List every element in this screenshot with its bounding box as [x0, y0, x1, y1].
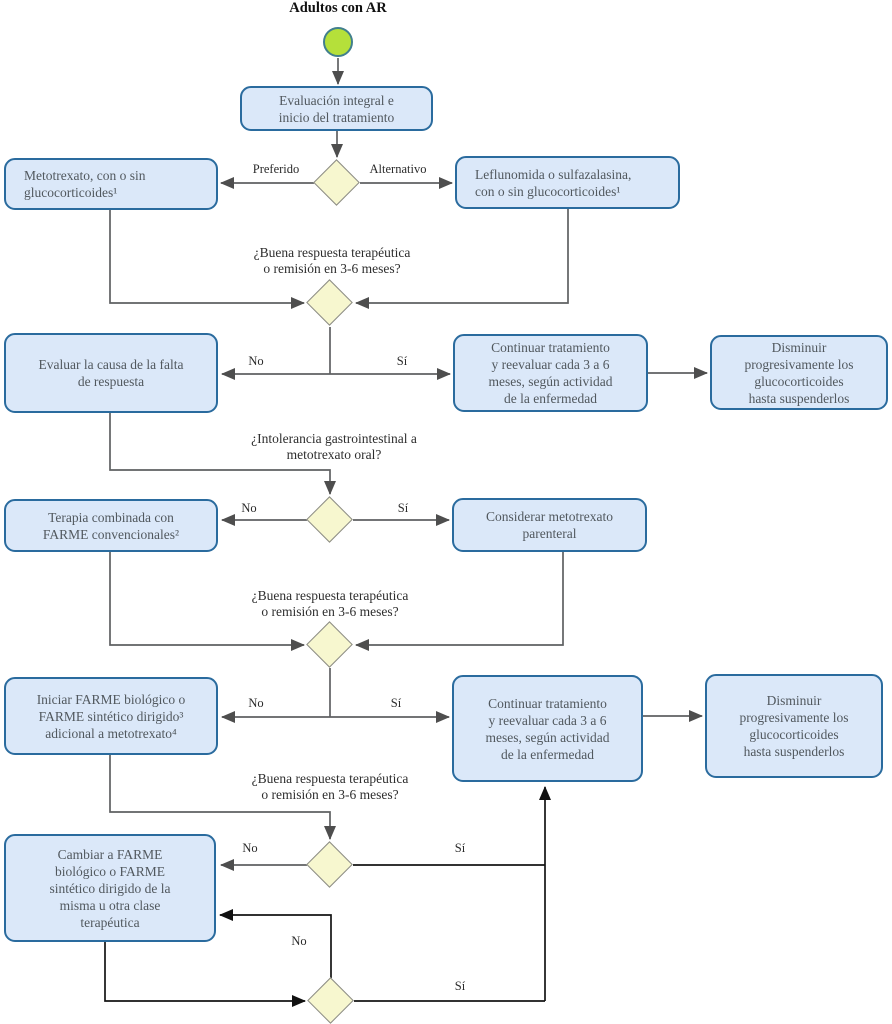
node-cambiar-farme: Cambiar a FARME biológico o FARME sintét… [4, 834, 216, 942]
node-iniciar-farme: Iniciar FARME biológico o FARME sintétic… [4, 677, 218, 755]
node-continuar-1: Continuar tratamiento y reevaluar cada 3… [453, 334, 648, 412]
label-si-1: Sí [396, 354, 408, 368]
edge-evaluar-to-decision3 [109, 413, 336, 495]
node-continuar-2: Continuar tratamiento y reevaluar cada 3… [452, 675, 643, 782]
edge-cambiar-to-decision6 [104, 942, 306, 1007]
node-evaluacion-inicial: Evaluación integral e inicio del tratami… [240, 86, 433, 131]
label-si-4: Sí [454, 841, 466, 855]
node-metotrexato: Metotrexato, con o sin glucocorticoides¹ [4, 158, 218, 210]
edge-metotrexato-to-decision2 [109, 210, 305, 309]
edge-iniciar-to-decision5 [109, 755, 336, 840]
label-no-5: No [291, 934, 307, 948]
node-disminuir-2: Disminuir progresivamente los glucocorti… [705, 674, 883, 778]
label-alternativo: Alternativo [369, 162, 427, 176]
label-no-4: No [242, 841, 258, 855]
node-leflunomida: Leflunomida o sulfazalasina, con o sin g… [455, 156, 680, 209]
edge-terapia-to-decision4 [109, 552, 305, 651]
question-respuesta-2: ¿Buena respuesta terapéutica o remisión … [251, 588, 409, 619]
question-respuesta-1: ¿Buena respuesta terapéutica o remisión … [253, 245, 411, 276]
label-no-2: No [241, 501, 257, 515]
node-considerar-parenteral: Considerar metotrexato parenteral [452, 498, 647, 552]
edge-parenteral-to-decision4 [355, 552, 564, 651]
edge-decision6-no-loop [219, 909, 332, 978]
node-evaluar-causa: Evaluar la causa de la falta de respuest… [4, 333, 218, 413]
node-disminuir-1: Disminuir progresivamente los glucocorti… [710, 335, 888, 410]
question-intolerancia: ¿Intolerancia gastrointestinal a metotre… [251, 431, 417, 462]
question-respuesta-3: ¿Buena respuesta terapéutica o remisión … [251, 771, 409, 802]
label-preferido: Preferido [252, 162, 300, 176]
label-si-5: Sí [454, 979, 466, 993]
page-title: Adultos con AR [289, 0, 387, 16]
label-si-2: Sí [397, 501, 409, 515]
label-si-3: Sí [390, 696, 402, 710]
edge-leflunomida-to-decision2 [355, 209, 569, 309]
node-terapia-combinada: Terapia combinada con FARME convencional… [4, 499, 218, 552]
label-no-3: No [248, 696, 264, 710]
start-node [323, 27, 353, 57]
label-no-1: No [248, 354, 264, 368]
